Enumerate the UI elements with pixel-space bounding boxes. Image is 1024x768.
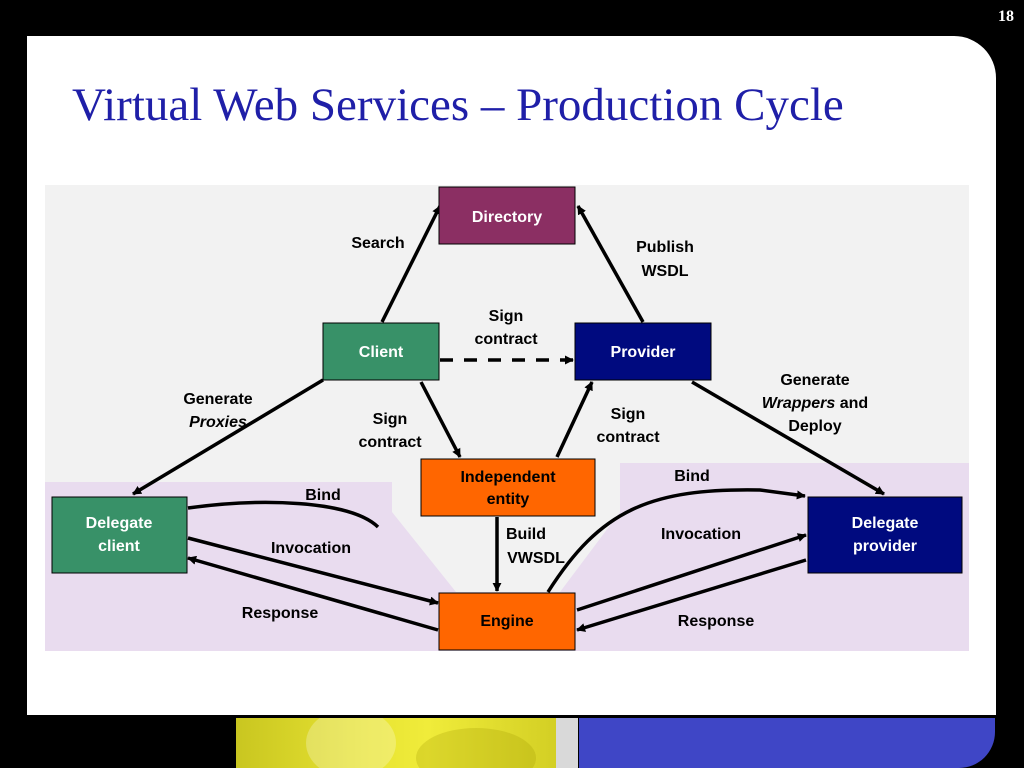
response-left-label: Response: [242, 605, 319, 622]
response-left-arrow: [187, 555, 439, 632]
directory-node: Directory: [438, 186, 576, 245]
delegate-client-node: Delegate client: [51, 496, 188, 574]
engine-node: Engine: [438, 592, 576, 651]
client-node: Client: [322, 322, 440, 381]
sign-right-label-2: contract: [596, 429, 660, 446]
generate-wrappers-label-1: Generate: [780, 372, 849, 389]
sign-contract-right-arrow: [555, 381, 594, 458]
independent-entity-node: Independent entity: [420, 458, 596, 517]
bind-left-label: Bind: [305, 487, 341, 504]
bind-right-label: Bind: [674, 468, 710, 485]
generate-wrappers-label-2: Wrappers and: [762, 395, 868, 412]
invocation-left-label: Invocation: [271, 540, 351, 557]
sign-right-label-1: Sign: [611, 406, 646, 423]
invocation-right-arrow: [576, 533, 807, 612]
provider-node: Provider: [574, 322, 712, 381]
slide-number: 18: [998, 8, 1014, 25]
response-right-arrow: [576, 558, 807, 632]
generate-wrappers-and: and: [835, 395, 868, 412]
delegate-provider-label-1: Delegate: [852, 515, 919, 532]
execution-region: [45, 463, 969, 651]
generate-wrappers-arrow: [691, 380, 885, 496]
slide-title: Virtual Web Services – Production Cycle: [72, 79, 844, 131]
client-label: Client: [359, 344, 404, 361]
sign-top-label-2: contract: [474, 331, 538, 348]
footer-photo: [236, 718, 556, 768]
build-label-2: VWSDL: [507, 550, 565, 567]
search-label: Search: [351, 235, 404, 252]
generate-proxies-label-1: Generate: [183, 391, 252, 408]
delegate-provider-label-2: provider: [853, 538, 917, 555]
sign-left-label-1: Sign: [373, 411, 408, 428]
independent-label-1: Independent: [460, 469, 556, 486]
delegate-client-label-1: Delegate: [86, 515, 153, 532]
generate-proxies-arrow: [132, 378, 324, 496]
directory-label: Directory: [472, 209, 542, 226]
footer-bar: [579, 718, 995, 768]
response-right-label: Response: [678, 613, 755, 630]
bind-right-curve: [546, 488, 806, 593]
bind-left-curve: [187, 500, 380, 529]
independent-label-2: entity: [487, 491, 530, 508]
generate-proxies-label-2: Proxies: [189, 414, 247, 431]
invocation-right-label: Invocation: [661, 526, 741, 543]
publish-label-1: Publish: [636, 239, 694, 256]
delegate-provider-node: Delegate provider: [807, 496, 963, 574]
sign-left-label-2: contract: [358, 434, 422, 451]
invocation-left-arrow: [187, 536, 439, 606]
sign-top-label-1: Sign: [489, 308, 524, 325]
publish-label-2: WSDL: [641, 263, 688, 280]
generate-wrappers-label-3: Deploy: [788, 418, 841, 435]
search-arrow: [380, 205, 442, 323]
sign-contract-left-arrow: [419, 381, 462, 458]
build-label-1: Build: [506, 526, 546, 543]
provider-label: Provider: [611, 344, 676, 361]
generate-wrappers-italic: Wrappers: [762, 395, 836, 412]
footer-divider: [556, 718, 578, 768]
engine-label: Engine: [480, 613, 533, 630]
delegate-client-label-2: client: [98, 538, 140, 555]
publish-arrow: [576, 205, 645, 323]
